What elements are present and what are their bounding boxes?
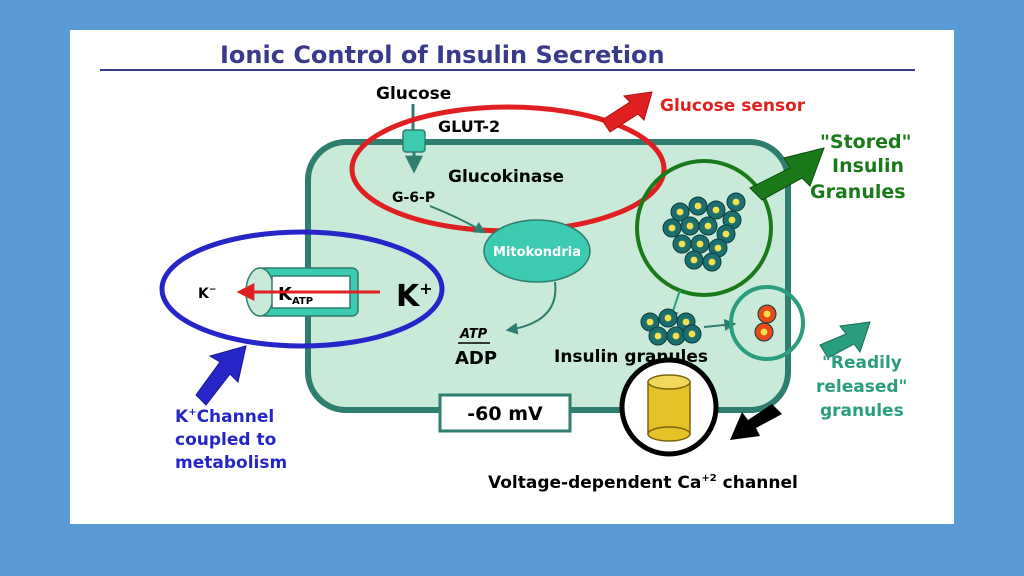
stored-granule-core bbox=[714, 244, 722, 252]
g6p-label: G-6-P bbox=[392, 190, 435, 206]
insulin-granule-core bbox=[682, 318, 690, 326]
readily-label-line3: granules bbox=[820, 401, 904, 421]
readily-released-arrow-icon bbox=[819, 321, 871, 359]
stored-granule-core bbox=[668, 224, 676, 232]
stored-granule-core bbox=[676, 208, 684, 216]
page-title: Ionic Control of Insulin Secretion bbox=[220, 41, 665, 69]
stored-granule-core bbox=[728, 216, 736, 224]
atp-label: ATP bbox=[459, 327, 488, 342]
stored-granule-core bbox=[722, 230, 730, 238]
stored-label-line2: Insulin bbox=[832, 155, 904, 177]
readily-released-circle bbox=[729, 285, 805, 361]
glucose-sensor-label: Glucose sensor bbox=[660, 96, 806, 116]
readily-granule-core bbox=[760, 328, 768, 336]
glucose-sensor-arrow-icon bbox=[601, 91, 653, 133]
mitochondria-label: Mitokondria bbox=[493, 245, 581, 260]
slide-frame: Ionic Control of Insulin Secretion Gluco… bbox=[70, 30, 954, 524]
stored-granule-core bbox=[694, 202, 702, 210]
insulin-granule-core bbox=[688, 330, 696, 338]
readily-granule-core bbox=[763, 310, 771, 318]
adp-label: ADP bbox=[455, 348, 497, 369]
stored-granule-core bbox=[712, 206, 720, 214]
ca-channel-body bbox=[647, 381, 691, 435]
insulin-granule-core bbox=[672, 332, 680, 340]
insulin-granule-core bbox=[664, 314, 672, 322]
stored-granule-core bbox=[708, 258, 716, 266]
stored-granule-cluster bbox=[662, 192, 746, 272]
small-to-readily-arrow bbox=[703, 318, 737, 331]
insulin-granule-core bbox=[654, 332, 662, 340]
stored-granule-core bbox=[696, 240, 704, 248]
ca-channel-bottom bbox=[647, 426, 691, 442]
stored-granule-core bbox=[704, 222, 712, 230]
glut2-transporter-icon bbox=[402, 129, 426, 153]
mitochondria-organelle bbox=[483, 219, 591, 283]
g6p-to-mito-arrow bbox=[429, 205, 487, 234]
glucose-label: Glucose bbox=[376, 84, 451, 104]
stored-granule-core bbox=[686, 222, 694, 230]
insulin-granule-cluster bbox=[640, 308, 702, 346]
k-channel-label-line2: coupled to bbox=[175, 430, 276, 450]
k-out-label: K− bbox=[198, 285, 216, 302]
glut2-label: GLUT-2 bbox=[438, 117, 500, 136]
k-channel-arrow-icon bbox=[195, 345, 247, 406]
readily-label-line2: released" bbox=[816, 377, 907, 397]
k-channel-ellipse bbox=[159, 229, 445, 349]
stored-granules-arrow-icon bbox=[749, 147, 825, 201]
ca-channel-arrow-icon bbox=[730, 404, 782, 440]
katp-label: KATP bbox=[278, 284, 313, 307]
ca-channel-top bbox=[647, 374, 691, 390]
stored-granule-core bbox=[690, 256, 698, 264]
stored-granule-core bbox=[678, 240, 686, 248]
readily-released-granules bbox=[754, 304, 777, 342]
ca-channel-label: Voltage-dependent Ca+2 channel bbox=[488, 473, 798, 493]
glucokinase-label: Glucokinase bbox=[448, 167, 564, 187]
stored-granule-core bbox=[732, 198, 740, 206]
k-channel-label-line1: K+Channel bbox=[175, 407, 274, 427]
stored-granules-circle bbox=[635, 159, 773, 297]
k-channel-label-line3: metabolism bbox=[175, 453, 287, 473]
insulin-diagram: Ionic Control of Insulin Secretion Gluco… bbox=[100, 41, 915, 493]
stored-label-line3: Granules bbox=[810, 181, 906, 203]
readily-label-line1: "Readily bbox=[822, 353, 902, 373]
stored-label-line1: "Stored" bbox=[820, 131, 911, 153]
membrane-potential-box bbox=[438, 393, 572, 433]
mito-to-atp-arrow bbox=[505, 281, 557, 335]
insulin-granule-core bbox=[646, 318, 654, 326]
k-in-label: K+ bbox=[396, 279, 433, 314]
membrane-potential-value: -60 mV bbox=[467, 403, 543, 425]
